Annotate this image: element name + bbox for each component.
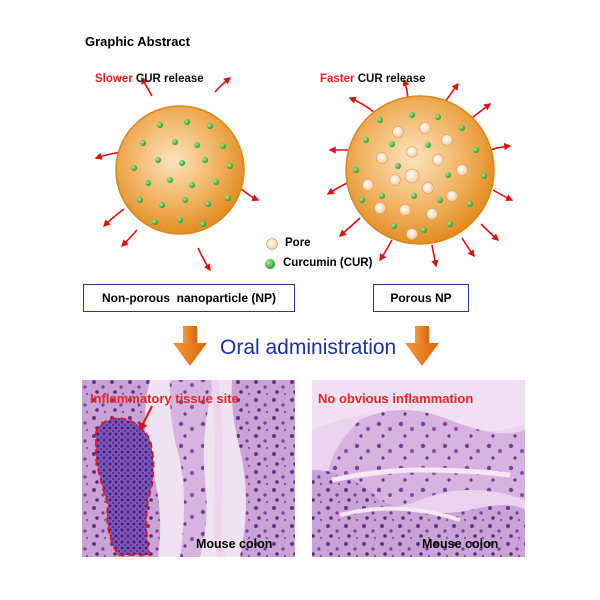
non-porous-nanoparticle — [94, 76, 260, 272]
down-arrow-right-icon — [405, 326, 439, 366]
np-sphere-right — [345, 95, 495, 245]
np-sphere-left — [115, 105, 245, 235]
pores — [362, 122, 468, 240]
faster-release-text: CUR release — [354, 73, 426, 85]
down-arrow-left-icon — [173, 326, 207, 366]
faster-keyword: Faster — [320, 73, 355, 85]
slower-keyword: Slower — [95, 73, 133, 85]
page-title: Graphic Abstract — [85, 34, 190, 49]
inflammation-pointer-arrow-icon — [139, 405, 153, 432]
porous-np-label: Porous NP — [390, 291, 452, 305]
slower-release-label: Slower CUR release — [95, 73, 204, 85]
left-mouse-colon-label: Mouse colon — [196, 537, 273, 551]
right-histology-photo — [312, 380, 525, 557]
right-mouse-colon-label: Mouse colon — [422, 537, 499, 551]
porous-np-label-box: Porous NP — [373, 284, 469, 312]
curcumin-dots-right — [353, 112, 487, 233]
curcumin-legend-icon — [265, 259, 275, 269]
curcumin-legend-label: Curcumin (CUR) — [283, 257, 373, 269]
pore-legend-icon — [266, 238, 278, 250]
no-inflammation-label: No obvious inflammation — [318, 391, 474, 406]
curcumin-dots-left — [131, 119, 233, 227]
slower-release-text: CUR release — [132, 73, 204, 85]
non-porous-np-label: Non-porous nanoparticle (NP) — [102, 291, 276, 305]
pore-legend-label: Pore — [285, 237, 311, 249]
inflammatory-site-label: Inflammatory tissue site — [90, 391, 239, 406]
non-porous-np-label-box: Non-porous nanoparticle (NP) — [83, 284, 295, 312]
porous-nanoparticle — [326, 78, 514, 268]
oral-administration-label: Oral administration — [220, 336, 397, 359]
faster-release-label: Faster CUR release — [320, 73, 426, 85]
left-histology-photo — [82, 380, 295, 557]
